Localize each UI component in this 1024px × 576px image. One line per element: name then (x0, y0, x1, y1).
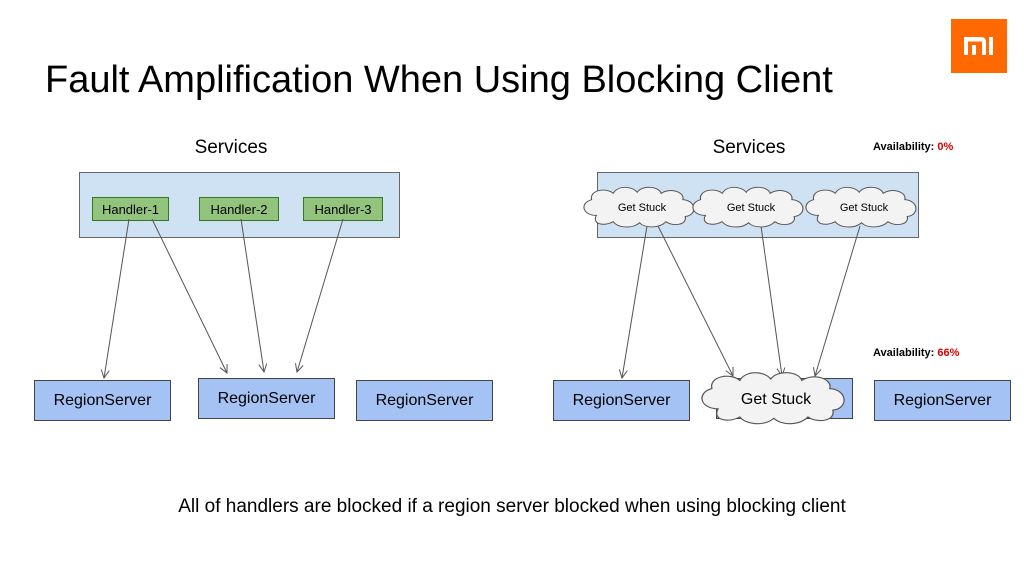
stuck-handler-label-2: Get Stuck (727, 202, 776, 214)
availability-top-label: Availability: (873, 141, 935, 153)
handler-1: Handler-1 (92, 197, 169, 221)
availability-top-value: 0% (937, 141, 954, 153)
stuck-handler-cloud-3: Get Stuck (805, 186, 917, 228)
arrow-h1-rs1 (104, 218, 130, 378)
availability-bottom-label: Availability: (873, 347, 935, 359)
left-services-label: Services (194, 137, 268, 158)
arrow-h3-rs2 (297, 218, 344, 372)
left-region-server-1: RegionServer (34, 380, 171, 421)
right-services-label: Services (712, 137, 786, 158)
slide-title: Fault Amplification When Using Blocking … (45, 59, 833, 101)
arrow-r1-rs1 (622, 225, 648, 378)
availability-bottom: Availability: 66% (873, 347, 959, 359)
right-region-server-1: RegionServer (553, 380, 690, 421)
availability-bottom-value: 66% (937, 347, 960, 359)
mi-logo (951, 19, 1007, 73)
slide-caption: All of handlers are blocked if a region … (178, 496, 846, 517)
arrow-r2-rs2 (760, 225, 782, 376)
handler-3: Handler-3 (303, 197, 383, 221)
right-region-server-3: RegionServer (874, 380, 1011, 421)
arrow-h1-rs2 (151, 218, 227, 373)
arrow-r3-rs2 (815, 225, 861, 376)
arrow-r1-rs2 (657, 225, 733, 376)
stuck-region-server-cloud: Get Stuck (701, 371, 845, 425)
arrow-h2-rs2 (240, 218, 264, 372)
stuck-handler-cloud-2: Get Stuck (692, 186, 804, 228)
availability-top: Availability: 0% (873, 141, 953, 153)
stuck-handler-label-3: Get Stuck (840, 202, 889, 214)
stuck-handler-label-1: Get Stuck (618, 202, 667, 214)
handler-2: Handler-2 (199, 197, 279, 221)
stuck-region-server-label: Get Stuck (741, 391, 812, 408)
left-region-server-3: RegionServer (356, 380, 493, 421)
stuck-handler-cloud-1: Get Stuck (583, 186, 695, 228)
left-region-server-2: RegionServer (198, 378, 335, 419)
